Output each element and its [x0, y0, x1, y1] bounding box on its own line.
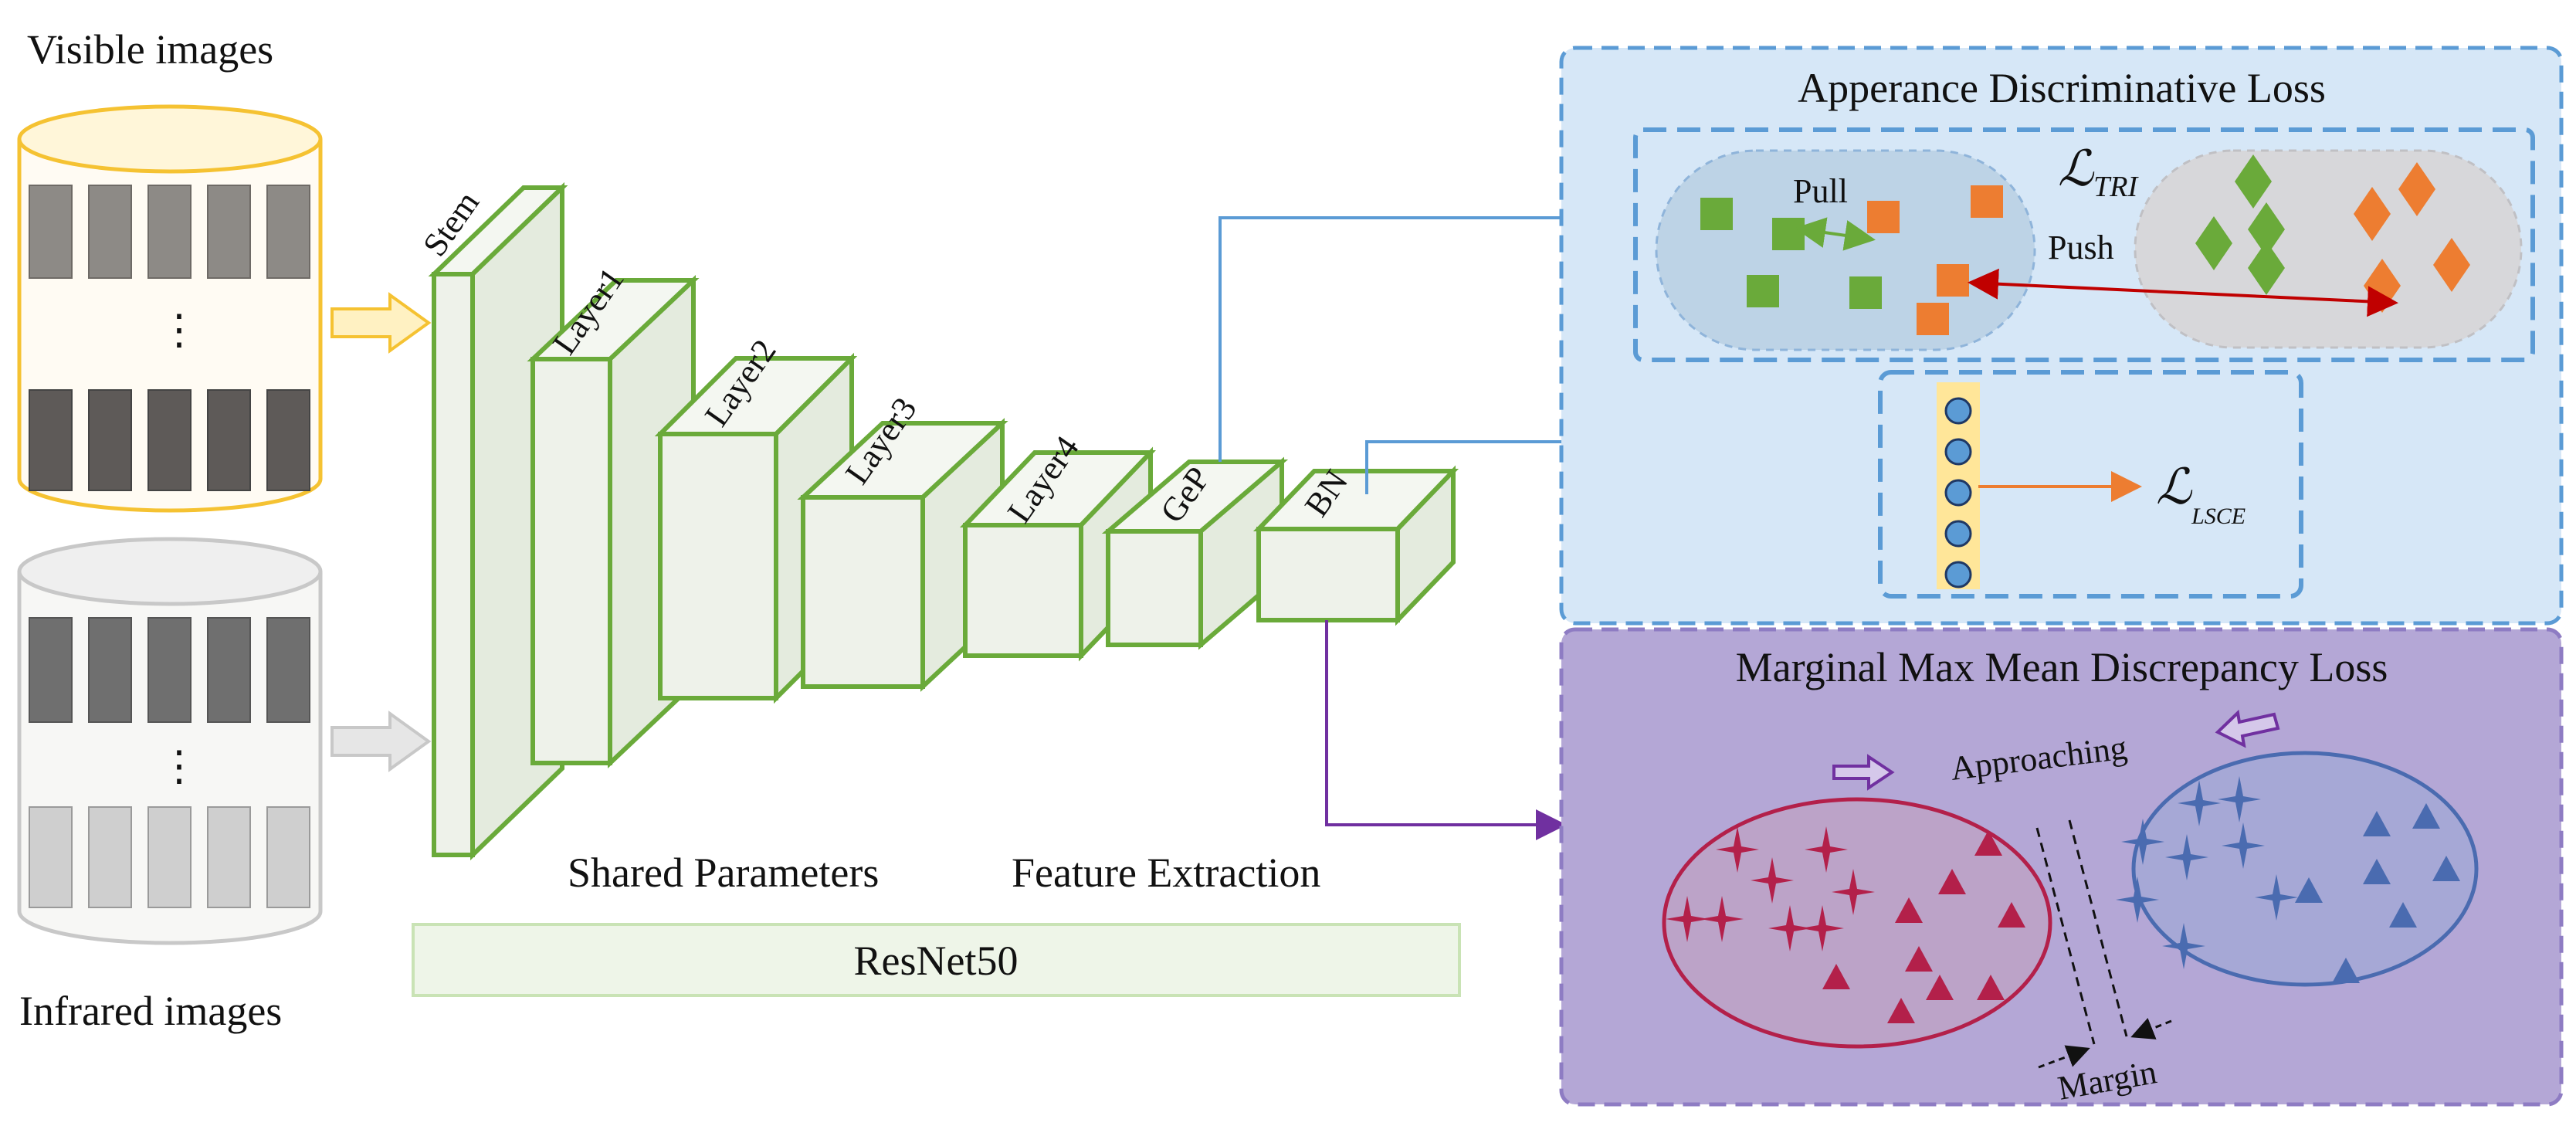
appearance-loss-panel: Apperance Discriminative Loss	[1559, 46, 2564, 626]
visible-thumbnails-row-2	[29, 389, 310, 491]
orange-square-markers	[1867, 185, 2003, 335]
infrared-thumbnails-row-1	[29, 617, 310, 723]
lsce-loss-symbol: ℒLSCE	[2156, 460, 2246, 529]
bn-to-mmd-arrow	[1325, 620, 1567, 840]
feature-vector-nodes	[1944, 397, 1972, 588]
infrared-cluster-capsule	[2134, 149, 2523, 349]
triplet-loss-symbol: ℒTRI	[2058, 141, 2139, 203]
margin-boundary-left	[2035, 827, 2096, 1045]
feature-extraction-label: Feature Extraction	[1012, 850, 1320, 896]
visible-input-arrow	[330, 292, 432, 354]
visible-star-markers	[1666, 826, 1875, 951]
visible-images-cylinder: ⋮	[17, 104, 323, 513]
resnet50-label: ResNet50	[854, 938, 1019, 984]
pull-label: Pull	[1793, 172, 1848, 210]
stage-gep: GeP	[1101, 456, 1289, 650]
infrared-images-cylinder: ⋮	[17, 537, 323, 945]
stage-layer4: Layer4	[959, 429, 1157, 662]
push-arrow	[1968, 268, 2398, 317]
push-label: Push	[2048, 229, 2114, 266]
infrared-images-label: Infrared images	[19, 988, 282, 1034]
visible-images-label: Visible images	[27, 26, 273, 73]
lsce-box	[1878, 370, 2303, 599]
margin-arrow-right	[2130, 1018, 2172, 1040]
margin-arrow-left	[2038, 1045, 2090, 1069]
resnet50-bar: ResNet50	[412, 923, 1461, 997]
visible-thumbnails-row-1	[29, 185, 310, 279]
appearance-loss-title: Apperance Discriminative Loss	[1798, 65, 2326, 111]
infrared-triangle-markers	[2295, 803, 2460, 983]
visible-triangle-markers	[1822, 830, 2025, 1023]
triplet-box	[1633, 127, 2535, 362]
visible-feature-ellipse	[1662, 797, 2052, 1049]
approaching-left-arrow	[2215, 709, 2280, 748]
infrared-input-arrow	[330, 711, 432, 772]
gep-to-triplet-arrow	[1219, 202, 1642, 462]
visible-ellipsis: ⋮	[158, 307, 200, 353]
pull-arrow	[1795, 217, 1876, 251]
stage-bn: BN	[1252, 463, 1459, 626]
mmd-loss-panel: Marginal Max Mean Discrepancy Loss	[1559, 627, 2564, 1107]
shared-parameters-label: Shared Parameters	[568, 850, 879, 896]
infrared-thumbnails-row-2	[29, 806, 310, 908]
approaching-right-arrow	[1832, 754, 1895, 791]
infrared-star-markers	[2116, 776, 2298, 969]
margin-boundary-right	[2068, 819, 2128, 1037]
infrared-ellipsis: ⋮	[158, 743, 200, 789]
mmd-loss-title: Marginal Max Mean Discrepancy Loss	[1736, 644, 2388, 690]
